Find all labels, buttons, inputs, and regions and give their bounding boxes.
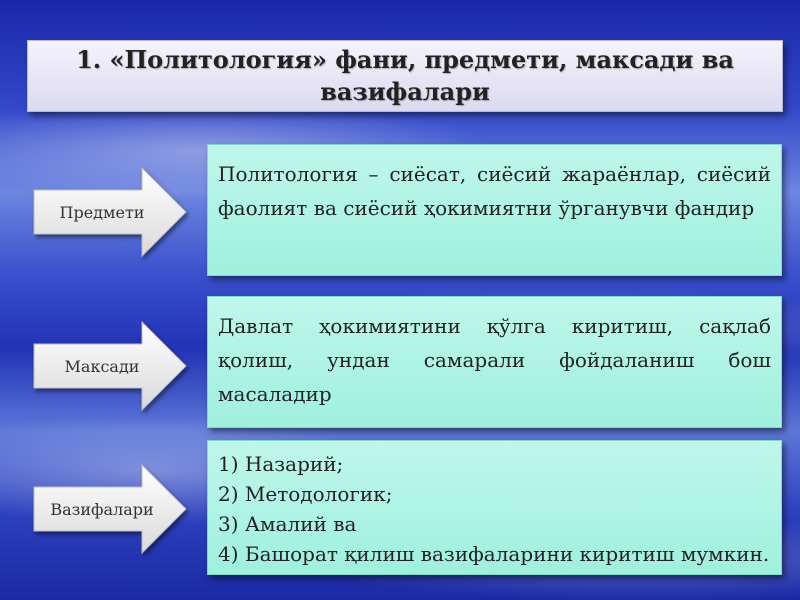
content-box-predmeti: Политология – сиёсат, сиёсий жараёнлар, … [207, 144, 782, 276]
list-item: 2) Методологик; [218, 482, 393, 506]
list-item: 3) Амалий ва [218, 512, 357, 536]
content-box-maksadi: Давлат ҳокимиятини қўлга киритиш, сақлаб… [207, 296, 782, 428]
arrow-predmeti: Предмети [32, 166, 190, 258]
arrow-label: Предмети [59, 202, 145, 222]
content-text: Политология – сиёсат, сиёсий жараёнлар, … [218, 162, 771, 220]
arrow-label: Максади [64, 356, 140, 376]
slide-title: 1. «Политология» фани, предмети, максади… [76, 45, 734, 106]
arrow-maksadi: Максади [32, 320, 190, 412]
arrow-label: Вазифалари [50, 499, 154, 519]
arrow-right-shape [33, 166, 187, 258]
content-box-vazifalari: 1) Назарий; 2) Методологик; 3) Амалий ва… [207, 440, 782, 575]
arrow-right-shape [33, 463, 187, 555]
arrow-right-shape [33, 320, 187, 412]
content-text: Давлат ҳокимиятини қўлга киритиш, сақлаб… [218, 314, 771, 406]
vazifalari-list: 1) Назарий; 2) Методологик; 3) Амалий ва… [218, 449, 771, 569]
slide-title-box: 1. «Политология» фани, предмети, максади… [27, 40, 783, 112]
arrow-vazifalari: Вазифалари [32, 463, 190, 555]
list-item: 1) Назарий; [218, 452, 344, 476]
list-item: 4) Башорат қилиш вазифаларини киритиш му… [218, 542, 770, 566]
